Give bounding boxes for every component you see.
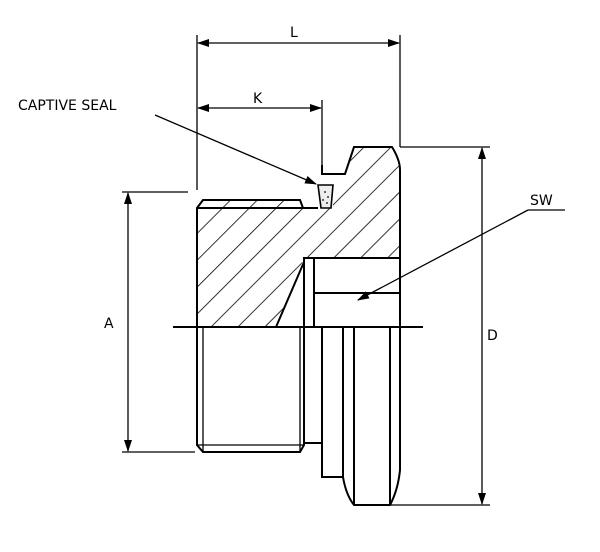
label-sw: SW	[530, 193, 553, 209]
callout-sw: SW	[357, 193, 565, 301]
dimension-d: D	[390, 146, 498, 506]
label-a: A	[104, 316, 114, 332]
dimension-k: K	[197, 91, 323, 165]
dimension-a: A	[104, 191, 195, 453]
sectioned-body	[196, 146, 401, 328]
captive-seal	[317, 184, 334, 209]
dimension-l: L	[196, 25, 401, 190]
label-k: K	[253, 91, 263, 107]
external-view	[196, 327, 401, 506]
callout-captive-seal: CAPTIVE SEAL	[18, 98, 317, 185]
label-captive-seal: CAPTIVE SEAL	[18, 98, 117, 114]
label-d: D	[487, 328, 498, 344]
label-l: L	[290, 25, 298, 41]
